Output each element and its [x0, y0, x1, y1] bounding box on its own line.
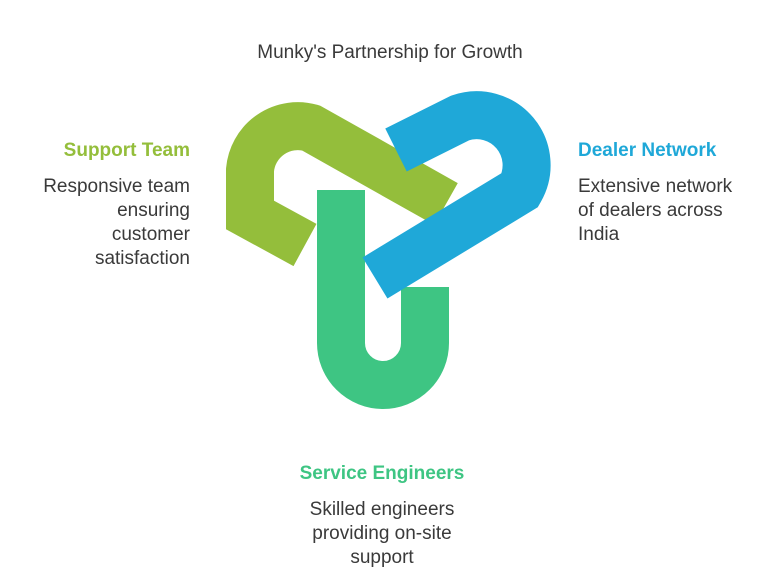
support-team-node: Support Team Responsive team ensuring cu…	[0, 139, 190, 271]
dealer-network-description: Extensive network of dealers across Indi…	[578, 176, 733, 245]
support-team-heading: Support Team	[63, 140, 190, 161]
service-loop	[317, 190, 449, 409]
service-engineers-heading: Service Engineers	[299, 463, 465, 484]
support-loop	[226, 102, 458, 267]
dealer-loop	[362, 91, 551, 299]
support-team-description: Responsive team ensuring customer satisf…	[43, 176, 190, 269]
diagram-title: Munky's Partnership for Growth	[257, 42, 523, 63]
service-engineers-node: Service Engineers Skilled engineers prov…	[230, 462, 534, 570]
service-engineers-description: Skilled engineers providing on-site supp…	[309, 499, 455, 568]
dealer-network-heading: Dealer Network	[578, 140, 717, 161]
dealer-network-node: Dealer Network Extensive network of deal…	[578, 139, 768, 247]
